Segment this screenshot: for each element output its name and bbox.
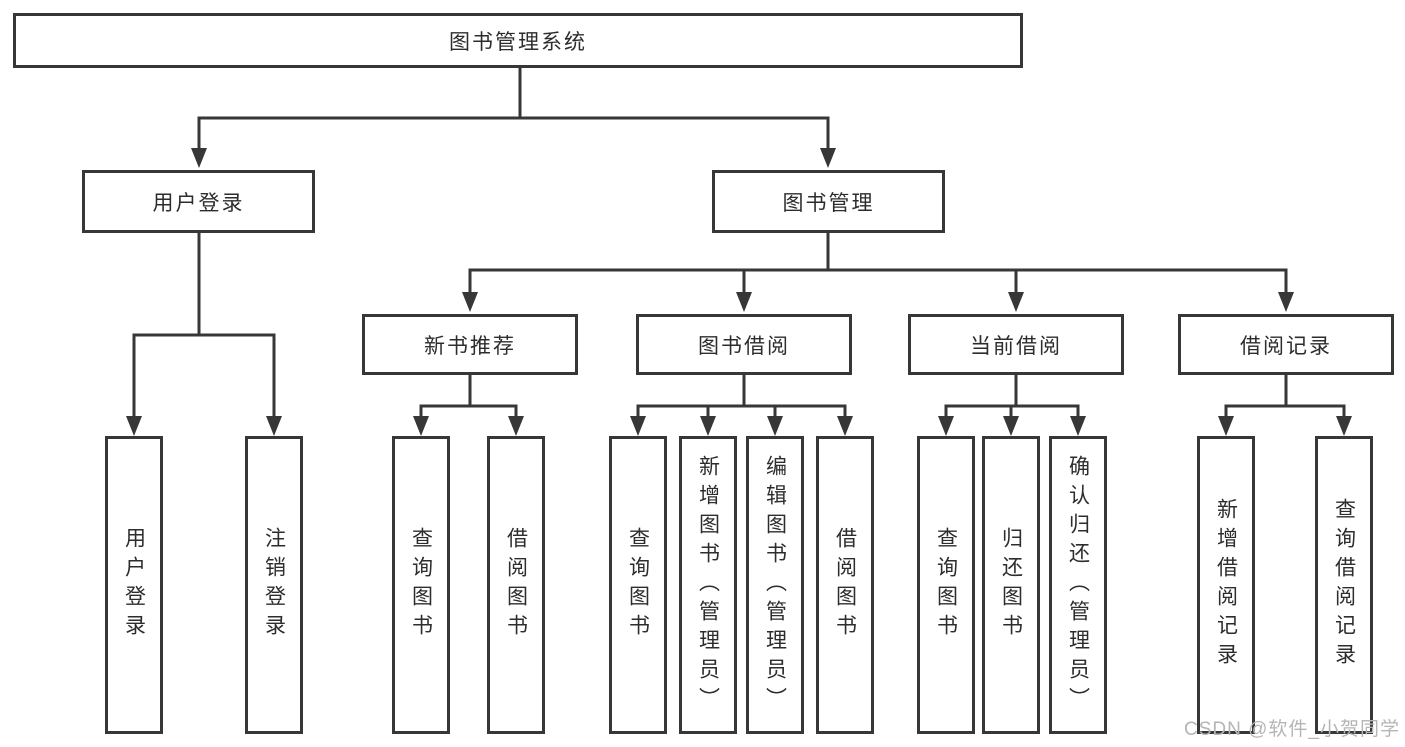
- node-label: 注销登录: [262, 527, 286, 643]
- node-label: 借阅记录: [1240, 334, 1332, 358]
- leaf-logout-login: 注销登录: [245, 436, 303, 734]
- node-user-login: 用户登录: [82, 170, 315, 233]
- node-new-book-recommend: 新书推荐: [362, 314, 578, 375]
- leaf-query-books-borrow: 查询图书: [609, 436, 667, 734]
- node-label: 图书借阅: [698, 334, 790, 358]
- leaf-query-borrow-record: 查询借阅记录: [1315, 436, 1373, 734]
- node-label: 图书管理系统: [449, 30, 587, 54]
- node-label: 新增借阅记录: [1214, 498, 1238, 672]
- node-current-borrow: 当前借阅: [908, 314, 1124, 375]
- node-label: 查询图书: [409, 527, 433, 643]
- node-label: 新增图书（管理员）: [696, 454, 720, 716]
- node-label: 查询图书: [626, 527, 650, 643]
- leaf-borrow-books-recommend: 借阅图书: [487, 436, 545, 734]
- node-label: 确认归还（管理员）: [1066, 454, 1090, 716]
- connector-book-borrow-children: [630, 373, 853, 436]
- leaf-add-borrow-record: 新增借阅记录: [1197, 436, 1255, 734]
- node-book-borrow: 图书借阅: [636, 314, 852, 375]
- node-library-management-system: 图书管理系统: [13, 13, 1023, 68]
- leaf-borrow-books: 借阅图书: [816, 436, 874, 734]
- node-label: 用户登录: [122, 527, 146, 643]
- node-label: 当前借阅: [970, 334, 1062, 358]
- node-label: 用户登录: [152, 191, 245, 215]
- node-label: 借阅图书: [504, 527, 528, 643]
- node-label: 新书推荐: [424, 334, 516, 358]
- node-label: 归还图书: [999, 527, 1023, 643]
- leaf-query-books-recommend: 查询图书: [392, 436, 450, 734]
- node-label: 查询图书: [934, 527, 958, 643]
- node-book-management: 图书管理: [712, 170, 945, 233]
- connector-borrow-records-children: [1218, 373, 1352, 436]
- connector-new-book-recommend-children: [413, 373, 524, 436]
- node-label: 图书管理: [782, 191, 875, 215]
- leaf-return-books: 归还图书: [982, 436, 1040, 734]
- leaf-confirm-return-admin: 确认归还（管理员）: [1049, 436, 1107, 734]
- node-borrow-records: 借阅记录: [1178, 314, 1394, 375]
- leaf-edit-book-admin: 编辑图书（管理员）: [746, 436, 804, 734]
- node-label: 编辑图书（管理员）: [763, 454, 787, 716]
- connector-root-to-level2: [191, 67, 836, 168]
- node-label: 查询借阅记录: [1332, 498, 1356, 672]
- connector-book-management-children: [462, 232, 1294, 312]
- connector-user-login-children: [126, 232, 282, 436]
- leaf-query-books-current: 查询图书: [917, 436, 975, 734]
- connector-current-borrow-children: [938, 373, 1086, 436]
- node-label: 借阅图书: [833, 527, 857, 643]
- leaf-user-login: 用户登录: [105, 436, 163, 734]
- csdn-watermark: CSDN @软件_小贺同学: [1184, 719, 1400, 740]
- leaf-add-book-admin: 新增图书（管理员）: [679, 436, 737, 734]
